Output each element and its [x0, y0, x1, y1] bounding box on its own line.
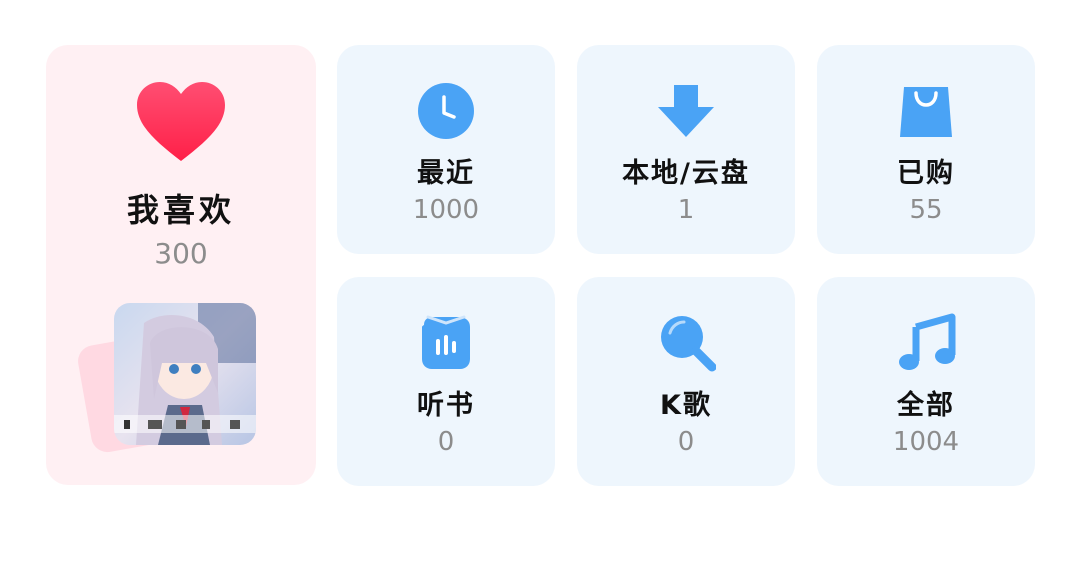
tile-purchased-title: 已购	[897, 158, 955, 189]
favorites-card[interactable]: 我喜欢 300	[46, 45, 316, 485]
tile-purchased[interactable]: 已购 55	[817, 45, 1035, 254]
download-icon	[658, 85, 714, 137]
album-cover[interactable]	[114, 303, 256, 445]
tile-purchased-count: 55	[909, 195, 943, 225]
tile-recent[interactable]: 最近 1000	[337, 45, 555, 254]
tile-karaoke-count: 0	[677, 427, 695, 457]
tile-all-title: 全部	[897, 390, 955, 421]
tile-recent-count: 1000	[412, 195, 480, 225]
favorites-title: 我喜欢	[126, 191, 235, 229]
album-cover-art	[114, 303, 256, 445]
audiobook-icon	[422, 315, 470, 369]
tile-audiobook[interactable]: 听书 0	[337, 277, 555, 486]
tile-all-count: 1004	[892, 427, 960, 457]
tile-all[interactable]: 全部 1004	[817, 277, 1035, 486]
tile-karaoke[interactable]: K歌 0	[577, 277, 795, 486]
tile-local-cloud[interactable]: 本地/云盘 1	[577, 45, 795, 254]
tile-karaoke-title: K歌	[660, 390, 712, 421]
music-note-icon	[899, 313, 956, 370]
tile-recent-title: 最近	[417, 158, 475, 189]
tile-audiobook-title: 听书	[417, 390, 475, 421]
favorites-count: 300	[154, 237, 208, 270]
tile-local-cloud-title: 本地/云盘	[622, 158, 750, 189]
clock-icon	[418, 83, 474, 139]
heart-icon	[137, 82, 225, 161]
karaoke-mic-icon	[661, 316, 716, 372]
tile-audiobook-count: 0	[437, 427, 455, 457]
tile-local-cloud-count: 1	[677, 195, 695, 225]
shopping-bag-icon	[900, 87, 952, 137]
